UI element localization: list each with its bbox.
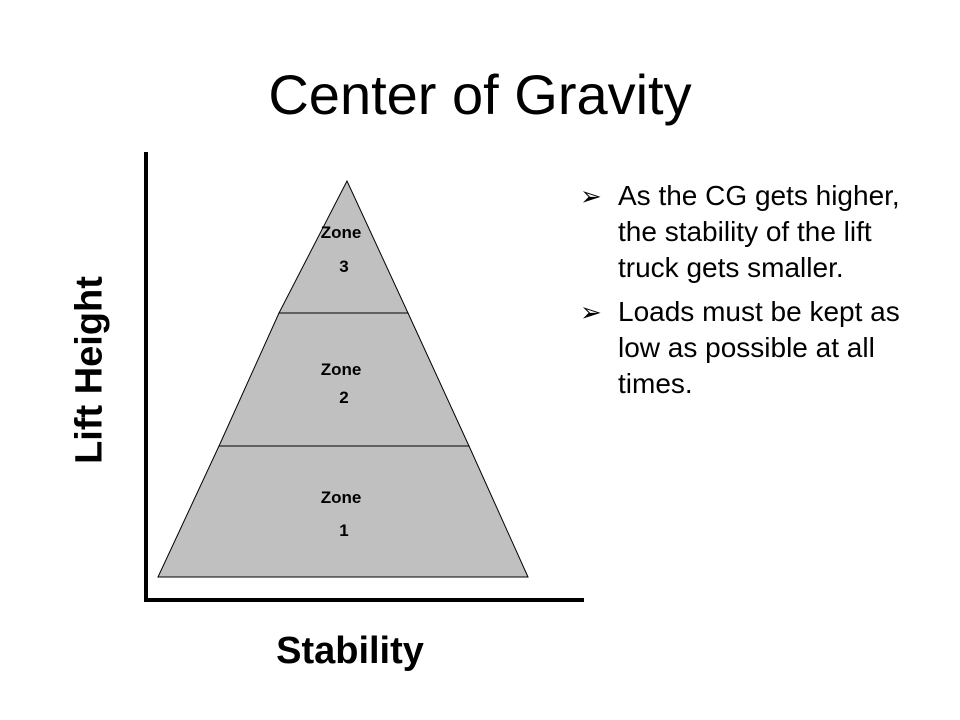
bullet-item: ➢ Loads must be kept as low as possible …: [578, 294, 918, 402]
x-axis-label: Stability: [276, 630, 424, 672]
bullet-text: As the CG gets higher, the stability of …: [618, 180, 900, 283]
arrowhead-bullet-icon: ➢: [580, 181, 602, 211]
y-axis-label: Lift Height: [68, 276, 111, 464]
zone-3-band: [278, 179, 409, 314]
zone-2-number: 2: [339, 388, 348, 407]
zone-3-number: 3: [339, 257, 348, 276]
zone-1-label: Zone: [321, 488, 362, 507]
arrowhead-bullet-icon: ➢: [580, 297, 602, 327]
bullet-item: ➢ As the CG gets higher, the stability o…: [578, 178, 918, 286]
zone-3-label: Zone: [321, 223, 362, 242]
zone-2-band: [218, 312, 470, 447]
zone-1-number: 1: [339, 521, 348, 540]
slide-title: Center of Gravity: [268, 63, 692, 126]
bullet-list: ➢ As the CG gets higher, the stability o…: [578, 178, 918, 410]
bullet-text: Loads must be kept as low as possible at…: [618, 296, 900, 399]
zone-2-label: Zone: [321, 360, 362, 379]
zone-1-band: [157, 445, 529, 578]
